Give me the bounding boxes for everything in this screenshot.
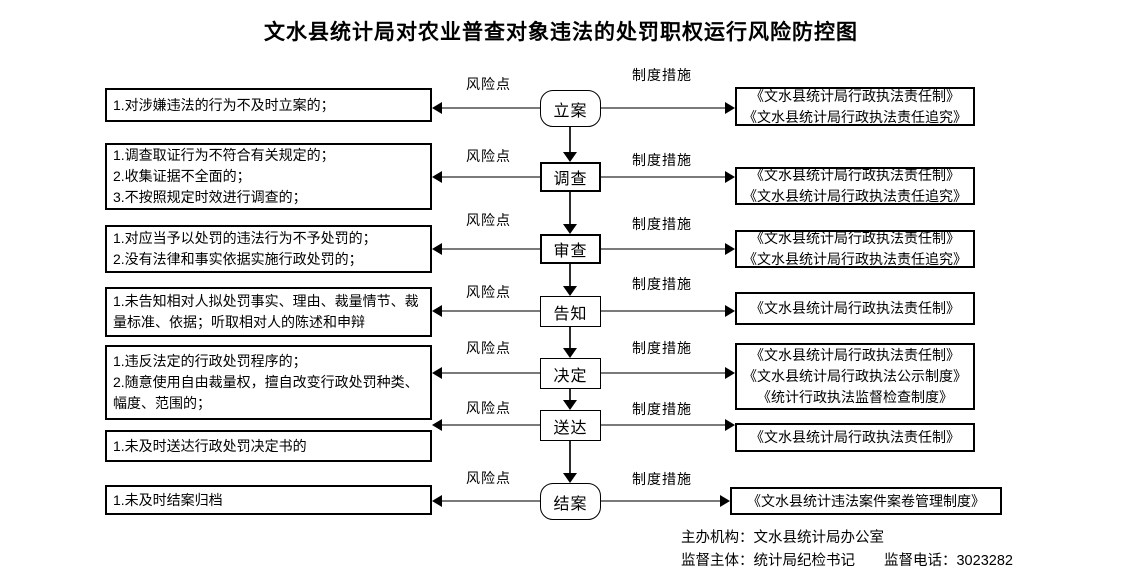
connector-line [601, 372, 727, 374]
measures-label: 制度措施 [632, 471, 692, 487]
risk-point-label: 风险点 [466, 76, 511, 92]
connector-line [434, 176, 540, 178]
risk-points-box: 1.未及时送达行政处罚决定书的 [105, 430, 432, 462]
step-investigation: 调查 [540, 162, 601, 192]
connector-line [601, 248, 727, 250]
arrow-left-icon [432, 243, 442, 255]
connector-line [569, 389, 571, 401]
measures-box: 《文水县统计局行政执法责任制》 《文水县统计局行政执法责任追究》 [735, 87, 975, 126]
risk-point-label: 风险点 [466, 470, 511, 486]
measures-box: 《文水县统计局行政执法责任制》 [735, 423, 975, 452]
connector-line [569, 192, 571, 225]
step-closing: 结案 [540, 483, 601, 520]
measures-label: 制度措施 [632, 152, 692, 168]
arrow-left-icon [432, 495, 442, 507]
connector-line [569, 327, 571, 349]
connector-line [434, 500, 540, 502]
arrow-right-icon [725, 419, 735, 431]
measures-box: 《文水县统计违法案件案卷管理制度》 [730, 487, 1002, 515]
measures-label: 制度措施 [632, 276, 692, 292]
step-filing: 立案 [540, 90, 601, 127]
risk-point-label: 风险点 [466, 284, 511, 300]
risk-points-box: 1.未告知相对人拟处罚事实、理由、裁量情节、裁量标准、依据；听取相对人的陈述和申… [105, 287, 432, 337]
connector-line [601, 424, 727, 426]
risk-point-label: 风险点 [466, 148, 511, 164]
measures-box: 《文水县统计局行政执法责任制》 《文水县统计局行政执法责任追究》 [735, 167, 975, 205]
connector-line [601, 500, 722, 502]
arrow-down-icon [563, 286, 577, 296]
connector-line [434, 372, 540, 374]
risk-point-label: 风险点 [466, 212, 511, 228]
arrow-left-icon [432, 367, 442, 379]
diagram-title: 文水县统计局对农业普查对象违法的处罚职权运行风险防控图 [264, 21, 858, 44]
arrow-right-icon [720, 495, 730, 507]
arrow-down-icon [563, 400, 577, 410]
measures-box: 《文水县统计局行政执法责任制》 《文水县统计局行政执法责任追究》 [735, 230, 975, 268]
arrow-down-icon [563, 473, 577, 483]
arrow-left-icon [432, 305, 442, 317]
connector-line [569, 127, 571, 153]
arrow-down-icon [563, 152, 577, 162]
connector-line [569, 441, 571, 474]
risk-points-box: 1.对涉嫌违法的行为不及时立案的； [105, 88, 432, 122]
footer-host-line: 主办机构：文水县统计局办公室 [681, 530, 884, 546]
risk-points-box: 1.未及时结案归档 [105, 485, 432, 515]
measures-label: 制度措施 [632, 340, 692, 356]
risk-point-label: 风险点 [466, 400, 511, 416]
connector-line [601, 176, 727, 178]
measures-box: 《文水县统计局行政执法责任制》 《文水县统计局行政执法公示制度》 《统计行政执法… [735, 343, 975, 410]
risk-points-box: 1.调查取证行为不符合有关规定的； 2.收集证据不全面的； 3.不按照规定时效进… [105, 143, 432, 210]
footer-info: 主办机构：文水县统计局办公室 监督主体：统计局纪检书记 监督电话：3023282 [681, 527, 1013, 573]
risk-points-box: 1.违反法定的行政处罚程序的； 2.随意使用自由裁量权，擅自改变行政处罚种类、幅… [105, 345, 432, 420]
connector-line [601, 107, 727, 109]
arrow-left-icon [432, 419, 442, 431]
step-review: 审查 [540, 234, 601, 264]
measures-label: 制度措施 [632, 67, 692, 83]
measures-label: 制度措施 [632, 401, 692, 417]
arrow-right-icon [725, 243, 735, 255]
connector-line [569, 264, 571, 287]
footer-supervisor-line: 监督主体：统计局纪检书记 监督电话：3023282 [681, 553, 1013, 569]
step-decision: 决定 [540, 358, 601, 389]
arrow-right-icon [725, 305, 735, 317]
arrow-right-icon [725, 102, 735, 114]
arrow-down-icon [563, 348, 577, 358]
risk-points-box: 1.对应当予以处罚的违法行为不予处罚的； 2.没有法律和事实依据实施行政处罚的； [105, 225, 432, 273]
connector-line [601, 310, 727, 312]
arrow-left-icon [432, 102, 442, 114]
measures-label: 制度措施 [632, 216, 692, 232]
arrow-right-icon [725, 367, 735, 379]
arrow-left-icon [432, 171, 442, 183]
arrow-down-icon [563, 224, 577, 234]
step-notification: 告知 [540, 296, 601, 327]
measures-box: 《文水县统计局行政执法责任制》 [735, 292, 975, 325]
connector-line [434, 424, 540, 426]
arrow-right-icon [725, 171, 735, 183]
connector-line [434, 107, 540, 109]
risk-point-label: 风险点 [466, 340, 511, 356]
connector-line [434, 310, 540, 312]
step-delivery: 送达 [540, 410, 601, 441]
connector-line [434, 248, 540, 250]
